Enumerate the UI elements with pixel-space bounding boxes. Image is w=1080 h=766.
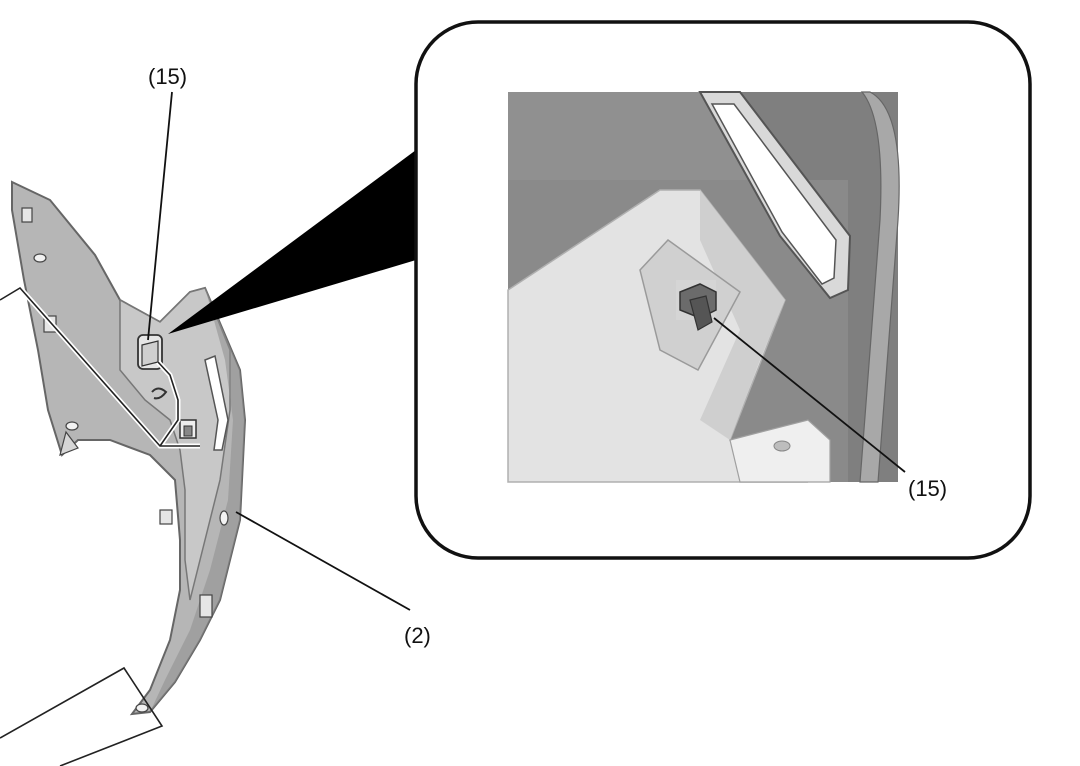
detail-window-opening (710, 103, 837, 285)
zoom-projection (168, 150, 416, 334)
detail-clip (676, 280, 717, 331)
hook-clip (151, 387, 168, 400)
callout-label-detail: (15) (908, 476, 947, 501)
mount-hole (33, 253, 47, 263)
detail-render (507, 91, 900, 483)
mount-tab (159, 509, 173, 525)
harness-lines-outline (0, 286, 200, 447)
detail-edge-curve (859, 91, 900, 483)
detail-bracket-shadow (700, 190, 785, 440)
mount-tab (199, 594, 213, 618)
leader-lines (147, 91, 906, 611)
side-cover-panel (11, 180, 247, 716)
reference-frame-lines (0, 666, 164, 766)
leader-line-panel (235, 511, 411, 611)
mount-hole (65, 421, 79, 431)
clip-on-panel (137, 334, 163, 370)
mount-hole (135, 703, 149, 713)
mount-tab (21, 207, 33, 223)
mount-hole (219, 510, 229, 526)
leader-line-detail (713, 317, 906, 473)
mount-boss (59, 430, 79, 456)
callout-label-panel: (2) (404, 623, 431, 648)
detail-bolt-hole (773, 440, 791, 452)
detail-inset (414, 20, 1032, 560)
panel-rim-shadow (150, 288, 245, 712)
detail-upper-panel (508, 92, 750, 180)
pin-on-panel (179, 419, 197, 439)
panel-slot (204, 354, 229, 451)
callout-label-top-left: (15) (148, 64, 187, 89)
leader-line-top-left (147, 91, 173, 341)
